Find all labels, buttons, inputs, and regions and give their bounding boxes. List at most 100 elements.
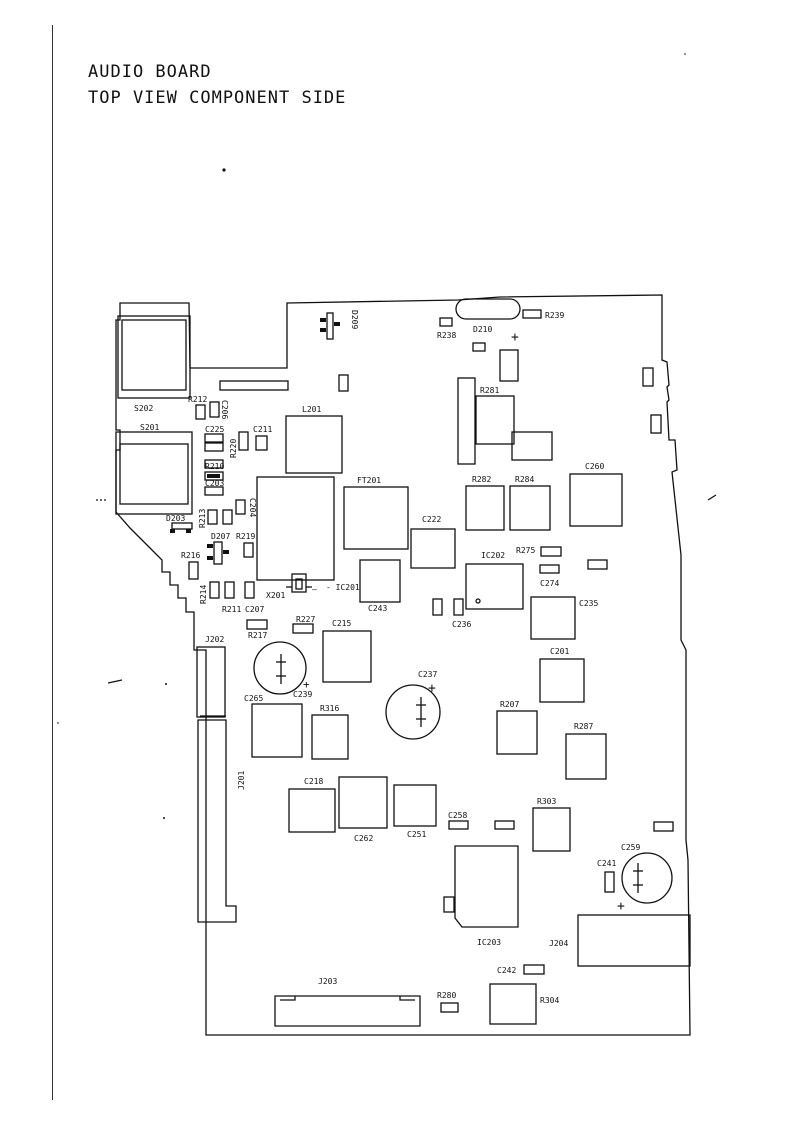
pad-r280 — [440, 1002, 459, 1013]
label-L201: L201 — [302, 405, 321, 414]
label-FT201: FT201 — [357, 476, 381, 485]
pad-r220 — [238, 431, 249, 451]
scan-specks — [57, 53, 717, 819]
pad-r216 — [188, 561, 199, 580]
pad-small-3 — [338, 374, 349, 392]
label-R219: R219 — [236, 532, 255, 541]
connector-j202 — [196, 646, 226, 718]
pad-c204 — [235, 499, 246, 515]
label-C262: C262 — [354, 834, 373, 843]
label-J204: J204 — [549, 939, 568, 948]
label-R207: R207 — [500, 700, 519, 709]
label-D209: D209 — [350, 310, 359, 329]
diagram-subtitle: TOP VIEW COMPONENT SIDE — [88, 88, 347, 108]
label-R213: R213 — [198, 509, 207, 528]
capacitor-c239 — [253, 641, 307, 695]
capacitor-c259 — [621, 852, 673, 904]
crystal-d210 — [455, 298, 521, 320]
label-C239: C239 — [293, 690, 312, 699]
resistor-r207 — [496, 710, 538, 755]
label-D210: D210 — [473, 325, 492, 334]
pad-c258b — [494, 820, 515, 830]
label-C258: C258 — [448, 811, 467, 820]
pad-r213 — [207, 509, 218, 525]
capacitor-c215 — [322, 630, 372, 683]
label-C260: C260 — [585, 462, 604, 471]
pad-c236b — [453, 598, 464, 616]
pad-small-2 — [499, 349, 519, 382]
label-R316: R316 — [320, 704, 339, 713]
filter-ft201 — [343, 486, 409, 550]
pad-c274 — [539, 564, 560, 574]
diagram-title: AUDIO BOARD — [88, 62, 212, 82]
pad-r211 — [224, 581, 235, 599]
label-R238: R238 — [437, 331, 456, 340]
label-IC203: IC203 — [477, 938, 501, 947]
label-C207: C207 — [245, 605, 264, 614]
diode-d203 — [170, 522, 193, 533]
connector-j204 — [577, 914, 691, 967]
label-X201: X201 — [266, 591, 285, 600]
ic-ic202 — [465, 563, 524, 610]
label-S202: S202 — [134, 404, 153, 413]
label-D203: D203 — [166, 514, 185, 523]
label-C222: C222 — [422, 515, 441, 524]
label-R275: R275 — [516, 546, 535, 555]
label-C243: C243 — [368, 604, 387, 613]
connector-j203 — [274, 995, 421, 1027]
capacitor-c235 — [530, 596, 576, 640]
part-c203 — [204, 486, 224, 496]
polarity-plus-c237: + — [428, 681, 436, 696]
pad-right-2 — [650, 414, 662, 434]
resistor-r281-tab — [511, 431, 553, 461]
label-R287: R287 — [574, 722, 593, 731]
pad-r214 — [209, 581, 220, 599]
pad-c242 — [523, 964, 545, 975]
ic-ic203 — [443, 845, 519, 928]
pad-c211 — [255, 435, 268, 451]
label-C259: C259 — [621, 843, 640, 852]
crystal-x201 — [286, 573, 312, 593]
label-D207: D207 — [211, 532, 230, 541]
label-S201: S201 — [140, 423, 159, 432]
pad-c207 — [244, 581, 255, 599]
resistor-r316 — [311, 714, 349, 760]
label-C242: C242 — [497, 966, 516, 975]
resistor-array-r281-strip — [457, 377, 476, 465]
label-R214: R214 — [199, 585, 208, 604]
ic202-pin1 — [475, 598, 481, 604]
label-J202: J202 — [205, 635, 224, 644]
label-R210: R210 — [205, 462, 224, 471]
pad-c206 — [209, 401, 220, 418]
label-IC202: IC202 — [481, 551, 505, 560]
pad-r238 — [439, 317, 453, 327]
pad-r219 — [243, 542, 254, 558]
resistor-r284 — [509, 485, 551, 531]
pad-small-1 — [472, 342, 486, 352]
resistor-r303 — [532, 807, 571, 852]
diode-d209 — [320, 312, 340, 340]
label-C225: C225 — [205, 425, 224, 434]
label-C236: C236 — [452, 620, 471, 629]
pad-right-1 — [642, 367, 654, 387]
ic-ic201 — [256, 476, 335, 581]
label-C241: C241 — [597, 859, 616, 868]
header-strip — [219, 380, 289, 391]
connector-j201 — [197, 715, 237, 923]
polarity-plus-c239: + — [303, 678, 310, 691]
label-R284: R284 — [515, 475, 534, 484]
label-R216: R216 — [181, 551, 200, 560]
label-C211: C211 — [253, 425, 272, 434]
label-C218: C218 — [304, 777, 323, 786]
capacitor-c201 — [539, 658, 585, 703]
label-C274: C274 — [540, 579, 559, 588]
board-outline — [115, 294, 691, 1036]
resistor-r282 — [465, 485, 505, 531]
pad-c236a — [432, 598, 443, 616]
pad-mid-right — [587, 559, 608, 570]
label-C204: C204 — [248, 498, 257, 517]
capacitor-c237 — [385, 684, 441, 740]
capacitor-c222 — [410, 528, 456, 569]
inductor-l201 — [285, 415, 343, 474]
